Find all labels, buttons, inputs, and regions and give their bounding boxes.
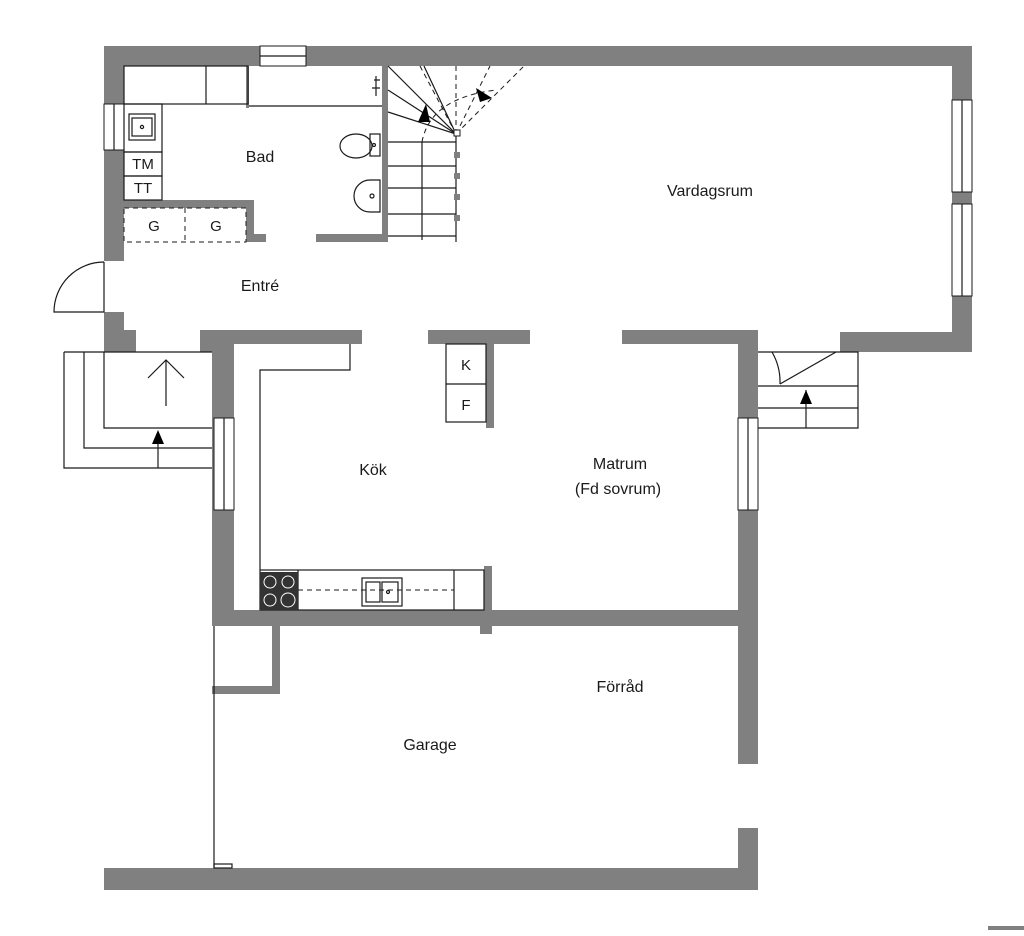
stair-arrow-icon — [418, 104, 430, 122]
entry-door-swing — [53, 261, 105, 313]
tumble-dryer — [123, 175, 163, 201]
toilet-icon — [339, 133, 381, 159]
room-label-entre: Entré — [241, 278, 279, 295]
entry — [53, 261, 212, 469]
freezer-label: F — [461, 397, 470, 414]
room-label-forrad: Förråd — [596, 678, 643, 696]
garage — [213, 626, 233, 869]
stairs — [387, 65, 525, 242]
wardrobe-right-label: G — [210, 218, 222, 235]
room-label-matrum-note: (Fd sovrum) — [575, 481, 661, 498]
entry-arrow-icon — [147, 359, 185, 406]
washbasin-icon — [128, 113, 156, 141]
room-label-matrum: Matrum — [593, 456, 647, 473]
room-label-kok: Kök — [359, 462, 388, 479]
kitchen-sink-icon — [361, 577, 403, 607]
tm-label: TM — [132, 156, 154, 173]
tt-label: TT — [134, 180, 152, 197]
room-labels: Bad Vardagsrum Entré Kök Matrum (Fd sovr… — [241, 149, 753, 754]
basin-icon — [353, 179, 381, 213]
stair-arrow-icon-2 — [476, 88, 492, 102]
walls — [104, 46, 972, 890]
wardrobe-left-label: G — [148, 218, 160, 235]
kitchen — [259, 344, 485, 611]
windows — [103, 45, 973, 511]
stove-icon — [260, 572, 298, 610]
room-label-bad: Bad — [246, 149, 274, 166]
fridge-freezer: K F — [445, 343, 487, 423]
step-arrow-icon — [152, 430, 164, 444]
side-entry-arrow-icon — [800, 390, 812, 404]
fridge-label: K — [461, 357, 471, 374]
shower-tap-icon — [372, 76, 380, 96]
bathroom: TM TT G G — [123, 65, 382, 243]
room-label-vardagsrum: Vardagsrum — [667, 183, 753, 200]
room-label-garage: Garage — [403, 737, 456, 754]
side-entry — [758, 351, 859, 429]
scale-bar — [988, 926, 1024, 930]
